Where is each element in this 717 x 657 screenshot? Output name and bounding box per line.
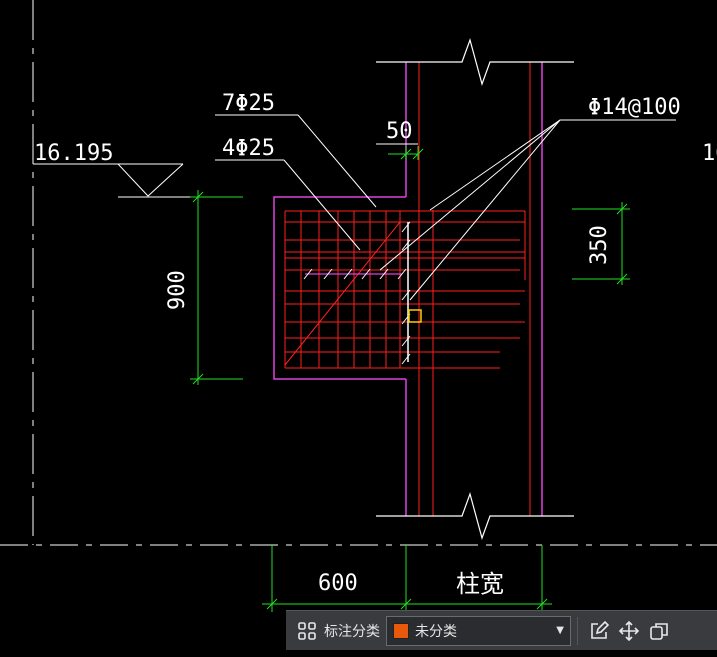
edit-icon[interactable] <box>584 616 614 646</box>
column-rebar <box>418 62 531 516</box>
grid-icon[interactable] <box>292 616 322 646</box>
column-width-label: 柱宽 <box>456 570 504 598</box>
bar-ticks <box>303 221 411 365</box>
break-line-top <box>376 38 574 86</box>
annotation-category-label: 标注分类 <box>324 623 380 640</box>
elevation-label-left: 16.195 <box>34 141 113 166</box>
stirrup-label: Φ14@100 <box>588 95 681 120</box>
selection-grip[interactable] <box>408 309 422 323</box>
chevron-down-icon: ▼ <box>556 625 564 636</box>
move-icon[interactable] <box>614 616 644 646</box>
toolbar-divider <box>577 616 578 645</box>
rebar-label-top: 7Φ25 <box>222 91 275 116</box>
break-line-bottom <box>376 492 574 540</box>
category-color-swatch <box>393 622 409 639</box>
column-outline <box>273 62 543 516</box>
category-select-value: 未分类 <box>415 623 457 640</box>
dimensions <box>190 146 630 612</box>
leader-lines <box>33 114 676 301</box>
rebar-label-bottom: 4Φ25 <box>222 136 275 161</box>
dim-600-label: 600 <box>318 571 358 596</box>
dim-350-label: 350 <box>587 225 612 265</box>
category-select[interactable]: 未分类 ▼ <box>386 615 571 646</box>
corbel-rebar <box>284 210 526 369</box>
dim-900-label: 900 <box>165 270 190 310</box>
annotation-toolbar: 标注分类 未分类 ▼ <box>286 610 717 650</box>
copy-icon[interactable] <box>644 616 674 646</box>
dim-50-label: 50 <box>386 119 413 144</box>
elevation-label-right: 16 <box>702 141 717 166</box>
